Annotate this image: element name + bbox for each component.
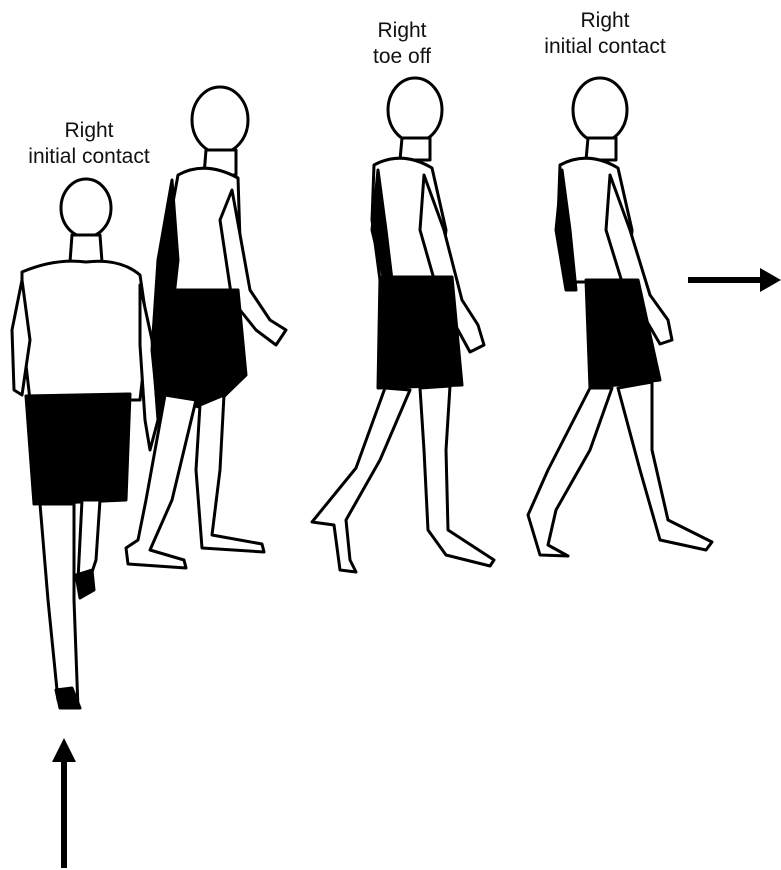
walker-side-initial-contact — [528, 78, 712, 556]
walker-side-toe-off — [312, 78, 494, 572]
arrow-up-icon — [52, 738, 76, 868]
walker-front-view — [12, 179, 158, 708]
arrow-right-icon — [688, 268, 781, 292]
